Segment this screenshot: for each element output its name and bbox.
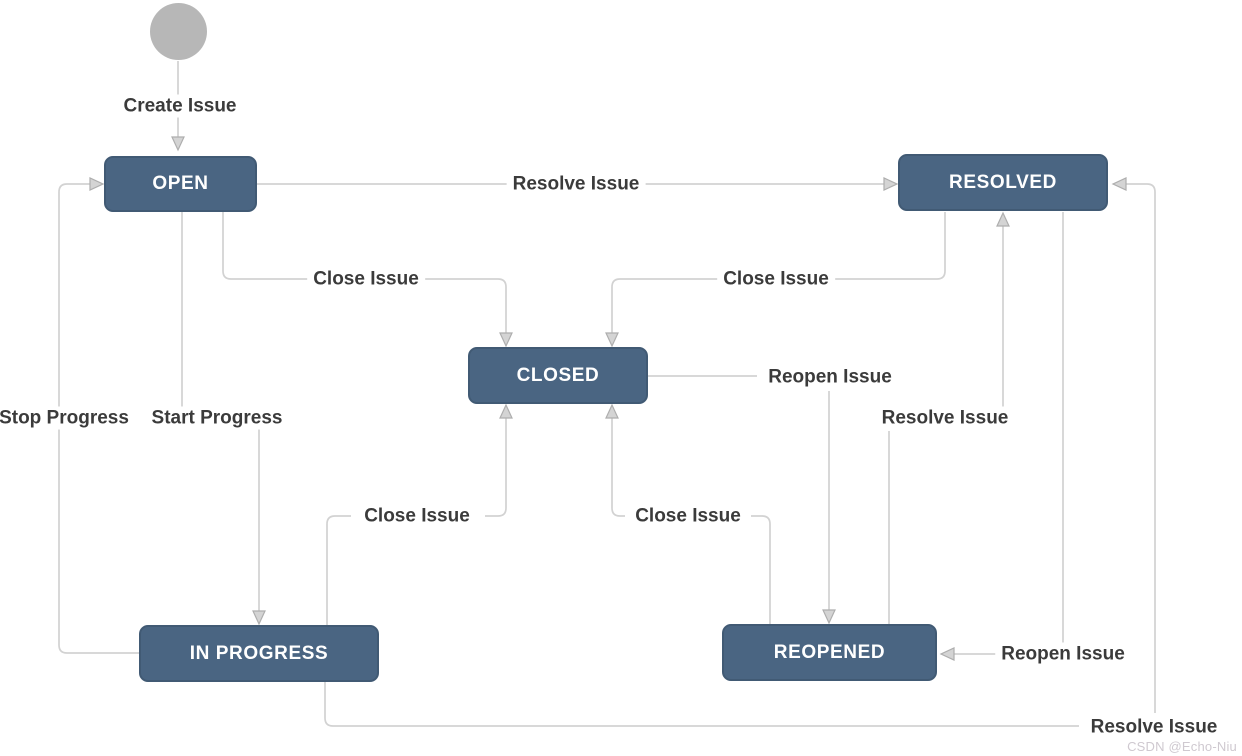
edge-resolved-reopened xyxy=(939,212,1064,661)
transition-label-close-issue-inprogress: Close Issue xyxy=(358,504,476,528)
state-node-in-progress: IN PROGRESS xyxy=(139,625,379,682)
transition-label-close-issue-resolved: Close Issue xyxy=(717,267,835,291)
state-node-open: OPEN xyxy=(104,156,257,212)
state-label-in-progress: IN PROGRESS xyxy=(189,642,329,664)
transition-label-resolve-issue-open: Resolve Issue xyxy=(506,172,646,196)
edge-inprogress-closed xyxy=(326,403,513,625)
state-label-reopened: REOPENED xyxy=(773,641,886,663)
edge-closed-reopened xyxy=(648,375,836,625)
arrowhead-up-icon xyxy=(605,403,619,419)
csdn-watermark: CSDN @Echo-Niu xyxy=(1127,739,1237,754)
arrowhead-down-icon xyxy=(499,332,513,348)
transition-label-stop-progress: Stop Progress xyxy=(0,406,135,430)
arrowhead-left-icon xyxy=(939,647,955,661)
arrowhead-right-icon xyxy=(883,177,899,191)
transition-label-start-progress-open: Start Progress xyxy=(145,406,289,430)
transition-label-close-issue-open: Close Issue xyxy=(307,267,425,291)
state-node-reopened: REOPENED xyxy=(722,624,937,681)
arrowhead-up-icon xyxy=(996,211,1010,227)
transition-label-resolve-issue-inprogress: Resolve Issue xyxy=(1084,715,1224,739)
state-node-resolved: RESOLVED xyxy=(898,154,1108,211)
arrowhead-left-icon xyxy=(1111,177,1127,191)
arrowhead-down-icon xyxy=(605,332,619,348)
transition-label-reopen-issue-closed: Reopen Issue xyxy=(762,365,898,389)
arrowhead-right-icon xyxy=(89,177,105,191)
arrowhead-down-icon xyxy=(822,609,836,625)
state-label-closed: CLOSED xyxy=(516,364,600,386)
edge-open-inprogress xyxy=(181,212,266,626)
transition-label-create-issue: Create Issue xyxy=(117,94,243,118)
transition-label-close-issue-reopened: Close Issue xyxy=(629,504,747,528)
transition-label-reopen-issue-resolved: Reopen Issue xyxy=(995,642,1131,666)
state-label-resolved: RESOLVED xyxy=(949,171,1057,193)
arrowhead-down-icon xyxy=(171,136,185,152)
state-node-closed: CLOSED xyxy=(468,347,648,404)
edge-inprogress-resolved xyxy=(324,177,1156,727)
arrowhead-up-icon xyxy=(499,403,513,419)
transition-label-resolve-issue-reopened: Resolve Issue xyxy=(875,406,1015,430)
edge-reopened-resolved xyxy=(888,211,1010,625)
start-node-circle xyxy=(150,3,207,60)
state-label-open: OPEN xyxy=(152,173,209,194)
arrowhead-down-icon xyxy=(252,610,266,626)
edge-reopened-closed xyxy=(605,403,771,625)
